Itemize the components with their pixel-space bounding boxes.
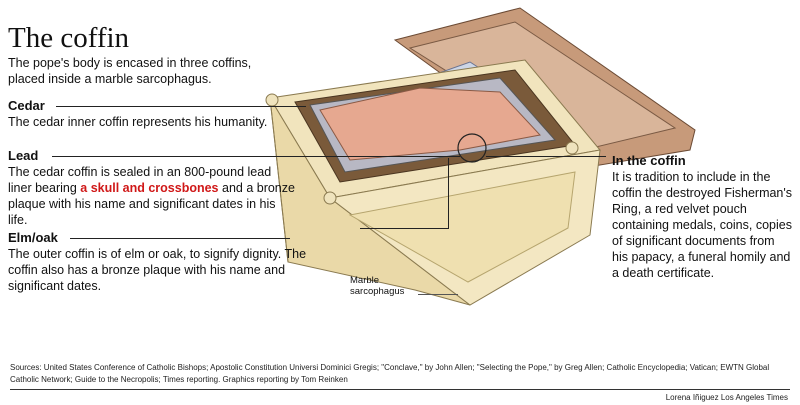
cedar-heading: Cedar: [8, 98, 45, 113]
in-coffin-leader-line: [486, 156, 606, 157]
in-coffin-text: It is tradition to include in the coffin…: [612, 170, 793, 280]
elm-heading: Elm/oak: [8, 230, 58, 245]
marble-label: Marble sarcophagus: [350, 275, 405, 297]
divider: [10, 389, 790, 390]
credit: Lorena Iñiguez Los Angeles Times: [665, 393, 788, 402]
sources: Sources: United States Conference of Cat…: [10, 363, 770, 384]
skull-highlight: a skull and crossbones: [80, 181, 219, 195]
in-coffin-heading: In the coffin: [612, 153, 686, 168]
lead-text: The cedar coffin is sealed in an 800-pou…: [8, 164, 298, 228]
lead-text-1: The cedar coffin is sealed in an 800-pou…: [8, 165, 272, 195]
ring-highlight: [457, 133, 487, 163]
cedar-leader-line: [56, 106, 306, 107]
page-title: The coffin: [8, 22, 130, 54]
lead-heading: Lead: [8, 148, 39, 163]
cedar-text: The cedar inner coffin represents his hu…: [8, 115, 268, 129]
elm-leader-line: [70, 238, 290, 239]
subtitle: The pope's body is encased in three coff…: [8, 56, 252, 86]
lead-text-2: and a bronze plaque with his name and si…: [8, 181, 295, 227]
elm-vertical-line: [448, 158, 449, 228]
elm-text: The outer coffin is of elm or oak, to si…: [8, 247, 307, 293]
lead-leader-line: [52, 156, 460, 157]
marble-leader-line: [418, 294, 458, 295]
elm-connector-line: [360, 228, 449, 229]
